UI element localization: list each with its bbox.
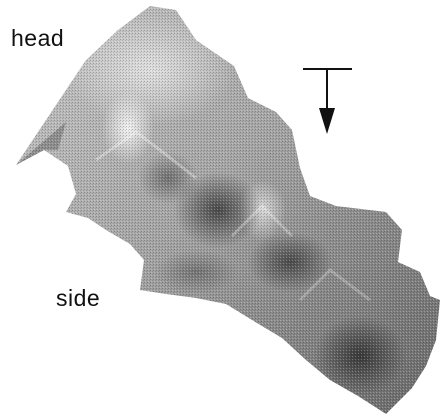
head-label: head xyxy=(11,27,64,50)
t-arrow-down-icon xyxy=(303,69,352,134)
side-label: side xyxy=(56,287,100,310)
